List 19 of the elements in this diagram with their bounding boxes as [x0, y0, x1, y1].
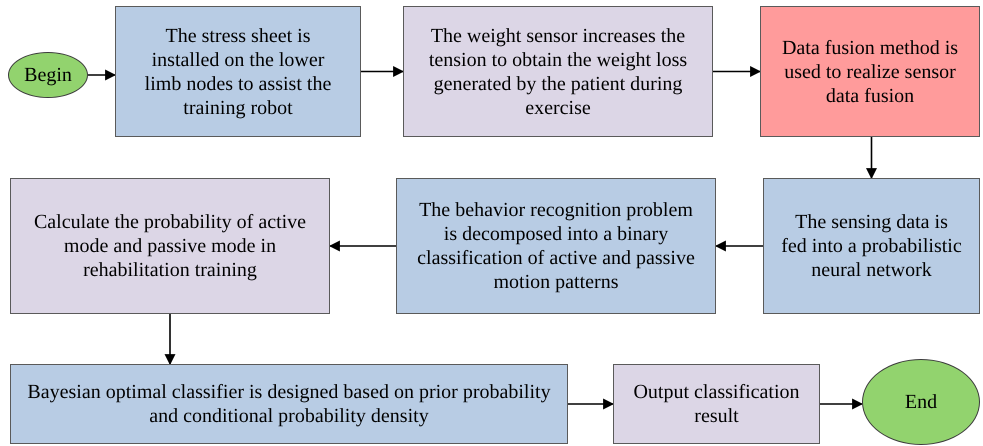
terminal-oval: End [862, 359, 980, 445]
process-box: The behavior recognition problem is decomposed into a binary classification of active and passive motion patterns [396, 178, 716, 314]
arrow [714, 240, 763, 252]
process-box: Output classification result [613, 364, 820, 444]
arrow [361, 66, 404, 77]
arrow [88, 70, 116, 80]
process-box: Bayesian optimal classifier is designed based on prior probability and conditional probability density [10, 364, 568, 444]
terminal-oval: Begin [8, 52, 88, 98]
process-box: The sensing data is fed into a probabilistic neural network [763, 178, 980, 314]
process-box: The weight sensor increases the tension to obtain the weight loss generated by the patient during exercise [403, 6, 713, 137]
process-box: The stress sheet is installed on the lower limb nodes to assist the training robot [115, 6, 361, 137]
arrow [568, 398, 614, 410]
arrow [820, 398, 864, 410]
arrow [713, 66, 762, 77]
arrow [866, 137, 877, 180]
arrow [164, 314, 176, 366]
process-box: Calculate the probability of active mode and passive mode in rehabilitation training [10, 178, 330, 314]
process-box: Data fusion method is used to realize sensor data fusion [760, 6, 980, 137]
arrow [328, 240, 396, 252]
